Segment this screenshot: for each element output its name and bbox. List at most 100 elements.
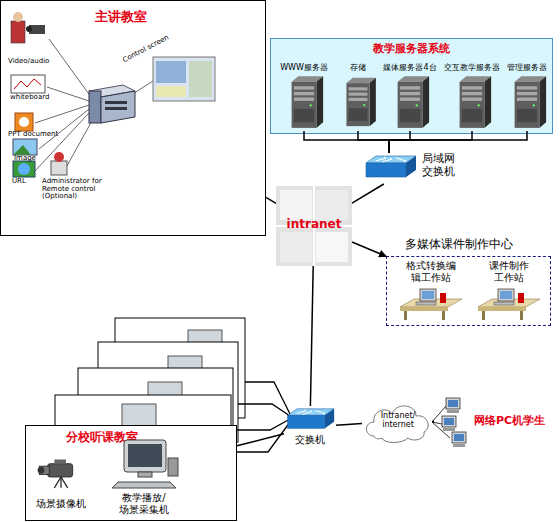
decor-rect <box>346 83 369 126</box>
node-art <box>1 1 267 237</box>
decor-rect <box>276 186 352 266</box>
decor-rect <box>462 98 482 101</box>
decor-rect <box>11 21 25 43</box>
decor-rect <box>442 311 445 320</box>
decor-rect <box>400 92 420 95</box>
decor-rect <box>443 428 455 431</box>
decor-rect <box>422 291 434 299</box>
node-text: 媒体服务器4台 <box>379 63 441 72</box>
workstation: 格式转换编辑工作站 <box>393 260 469 322</box>
node-text: 局域网交换机 <box>422 153 458 178</box>
scene-camera: 场景摄像机 <box>30 450 92 518</box>
connector-line <box>310 266 313 406</box>
server-unit: 媒体服务器4台 <box>379 61 441 131</box>
decor-rect <box>349 98 368 101</box>
decor-rect <box>288 415 325 428</box>
server-icon <box>503 75 551 129</box>
node-art <box>110 438 180 490</box>
decor-circle <box>533 104 535 106</box>
decor-rect <box>420 289 436 301</box>
decor-rect <box>294 92 314 95</box>
node-text: 主讲教室 <box>61 10 181 25</box>
decor-rect <box>294 98 314 101</box>
decor-polygon <box>422 76 429 128</box>
decor-rect <box>316 232 348 262</box>
item-label: Video/audio <box>8 58 49 66</box>
player-capture-pc: 教学播放/场景采集机 <box>98 438 190 520</box>
decor-polygon <box>112 482 176 488</box>
decor-rect <box>447 410 459 413</box>
decor-circle <box>363 104 365 106</box>
workstation-icon <box>473 287 545 321</box>
decor-rect <box>54 460 66 464</box>
decor-rect <box>517 98 537 101</box>
node-text: 存储 <box>337 63 379 72</box>
classroom-box: 主讲教室 <box>0 0 266 236</box>
node-text: WWW服务器 <box>275 63 333 72</box>
decor-polygon <box>484 76 491 128</box>
decor-rect <box>51 161 67 175</box>
decor-rect <box>500 291 512 299</box>
node-text: 教学服务器系统 <box>311 43 511 56</box>
decor-rect <box>444 418 454 425</box>
decor-polygon <box>406 156 416 177</box>
decor-rect <box>478 307 526 311</box>
decor-rect <box>440 293 446 303</box>
decor-rect <box>138 472 152 477</box>
remote-students: 网络PC机学生 <box>432 396 556 448</box>
decor-rect <box>517 109 537 123</box>
decor-rect <box>398 82 423 128</box>
decor-rect <box>442 416 456 427</box>
production-center: 多媒体课件制作中心格式转换编辑工作站课件制作工作站 <box>386 256 551 326</box>
server-icon <box>275 75 333 129</box>
decor-path <box>14 79 41 89</box>
connector-line <box>304 131 389 153</box>
connector-line <box>389 131 472 153</box>
node-art <box>441 75 503 129</box>
camera-icon <box>36 452 86 492</box>
switch-icon <box>284 406 336 432</box>
node-art <box>395 287 467 321</box>
node-text: 交换机 <box>284 434 336 446</box>
node-art <box>36 452 86 492</box>
decor-rect <box>366 163 406 177</box>
decor-polygon <box>539 76 546 128</box>
intranet-block: intranet <box>276 186 352 266</box>
connector-line <box>389 131 410 153</box>
decor-circle <box>26 26 32 32</box>
node-art <box>275 75 333 129</box>
node-text: 网络PC机学生 <box>474 415 545 428</box>
node-text: Intranet/ internet <box>370 411 426 429</box>
workstation-icon <box>395 287 467 321</box>
decor-rect <box>156 86 186 97</box>
server-unit: 管理服务器 <box>503 61 551 131</box>
decor-rect <box>168 458 178 476</box>
decor-rect <box>349 87 368 90</box>
decor-circle <box>13 12 23 22</box>
server-band: 教学服务器系统 WWW服务器存储媒体服务器4台交互教学服务器管理服务器 <box>270 38 553 134</box>
decor-rect <box>316 190 348 220</box>
decor-rect <box>13 161 35 177</box>
decor-polygon <box>325 409 334 429</box>
connector-line <box>336 424 362 426</box>
node-text: 场景摄像机 <box>30 498 92 510</box>
item-label: whiteboard <box>10 94 49 102</box>
node-art <box>337 75 379 129</box>
decor-polyline <box>245 382 290 414</box>
item-label: Image <box>14 155 36 163</box>
branch-classroom: 分校听课教室场景摄像机教学播放/场景采集机 <box>25 425 237 521</box>
node-art <box>503 75 551 129</box>
decor-rect <box>416 302 436 305</box>
server-icon <box>441 75 503 129</box>
decor-rect <box>124 440 166 472</box>
decor-rect <box>518 293 524 303</box>
decor-rect <box>400 307 448 311</box>
decor-rect <box>462 92 482 95</box>
decor-line <box>61 477 68 488</box>
node-text: 交互教学服务器 <box>441 63 503 72</box>
node-art <box>362 153 418 181</box>
decor-rect <box>498 289 514 301</box>
connector-line <box>237 434 284 446</box>
item-label: URL <box>12 178 26 186</box>
decor-rect <box>128 444 162 467</box>
